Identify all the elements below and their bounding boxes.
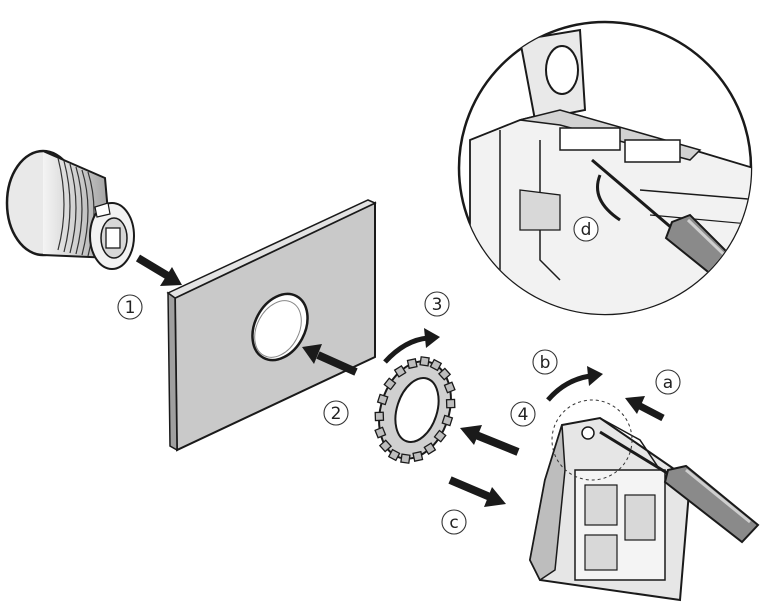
lock-nut-tooth <box>393 364 407 378</box>
magnified-detail-icon <box>457 20 753 316</box>
lock-nut-tooth <box>374 411 385 422</box>
step-label-2: 2 <box>323 400 349 426</box>
lock-nut-tooth <box>376 393 389 406</box>
arrow-step-1 <box>135 254 182 286</box>
substep-label-b: b <box>532 349 558 375</box>
svg-text:3: 3 <box>432 295 443 315</box>
contact-block-icon <box>528 399 692 602</box>
lock-nut-tooth <box>412 450 424 462</box>
svg-text:4: 4 <box>518 405 529 425</box>
svg-text:2: 2 <box>331 404 342 424</box>
lock-nut-tooth <box>433 429 447 443</box>
lock-nut-tooth <box>378 439 393 453</box>
svg-text:c: c <box>449 513 458 533</box>
mounting-panel-icon <box>166 199 377 452</box>
step-label-1: 1 <box>117 294 143 320</box>
lock-nut-icon <box>374 356 456 464</box>
lock-nut-tooth <box>374 426 387 439</box>
substep-label-c: c <box>441 509 467 535</box>
lock-nut-tooth <box>445 398 456 409</box>
arrow-step-2 <box>302 344 358 376</box>
lock-nut-tooth <box>443 381 456 394</box>
lock-nut-tooth <box>423 442 437 456</box>
substep-label-d: d <box>573 216 599 242</box>
screwdriver-icon <box>599 430 760 544</box>
lock-nut-tooth <box>437 367 452 381</box>
arrow-sub-a <box>625 396 665 422</box>
substep-label-a: a <box>655 369 681 395</box>
step-label-4: 4 <box>510 401 536 427</box>
arrow-sub-b <box>546 366 603 402</box>
svg-text:d: d <box>581 220 592 240</box>
svg-text:a: a <box>663 373 673 393</box>
svg-text:1: 1 <box>125 298 136 318</box>
lock-nut-tooth <box>383 377 397 391</box>
lock-nut-tooth <box>387 448 401 462</box>
assembly-arrows <box>135 254 665 507</box>
lock-nut-tooth <box>406 358 418 370</box>
lock-nut-tooth <box>419 356 430 367</box>
svg-text:b: b <box>540 353 551 373</box>
arrow-step-4 <box>460 425 520 456</box>
arrow-step-3 <box>383 328 440 364</box>
arrow-sub-c <box>448 476 506 507</box>
lock-nut-tooth <box>441 414 454 427</box>
lock-nut-tooth <box>429 358 443 372</box>
push-button-head-icon <box>5 149 135 270</box>
lock-nut-tooth <box>400 453 411 464</box>
step-label-3: 3 <box>424 291 450 317</box>
